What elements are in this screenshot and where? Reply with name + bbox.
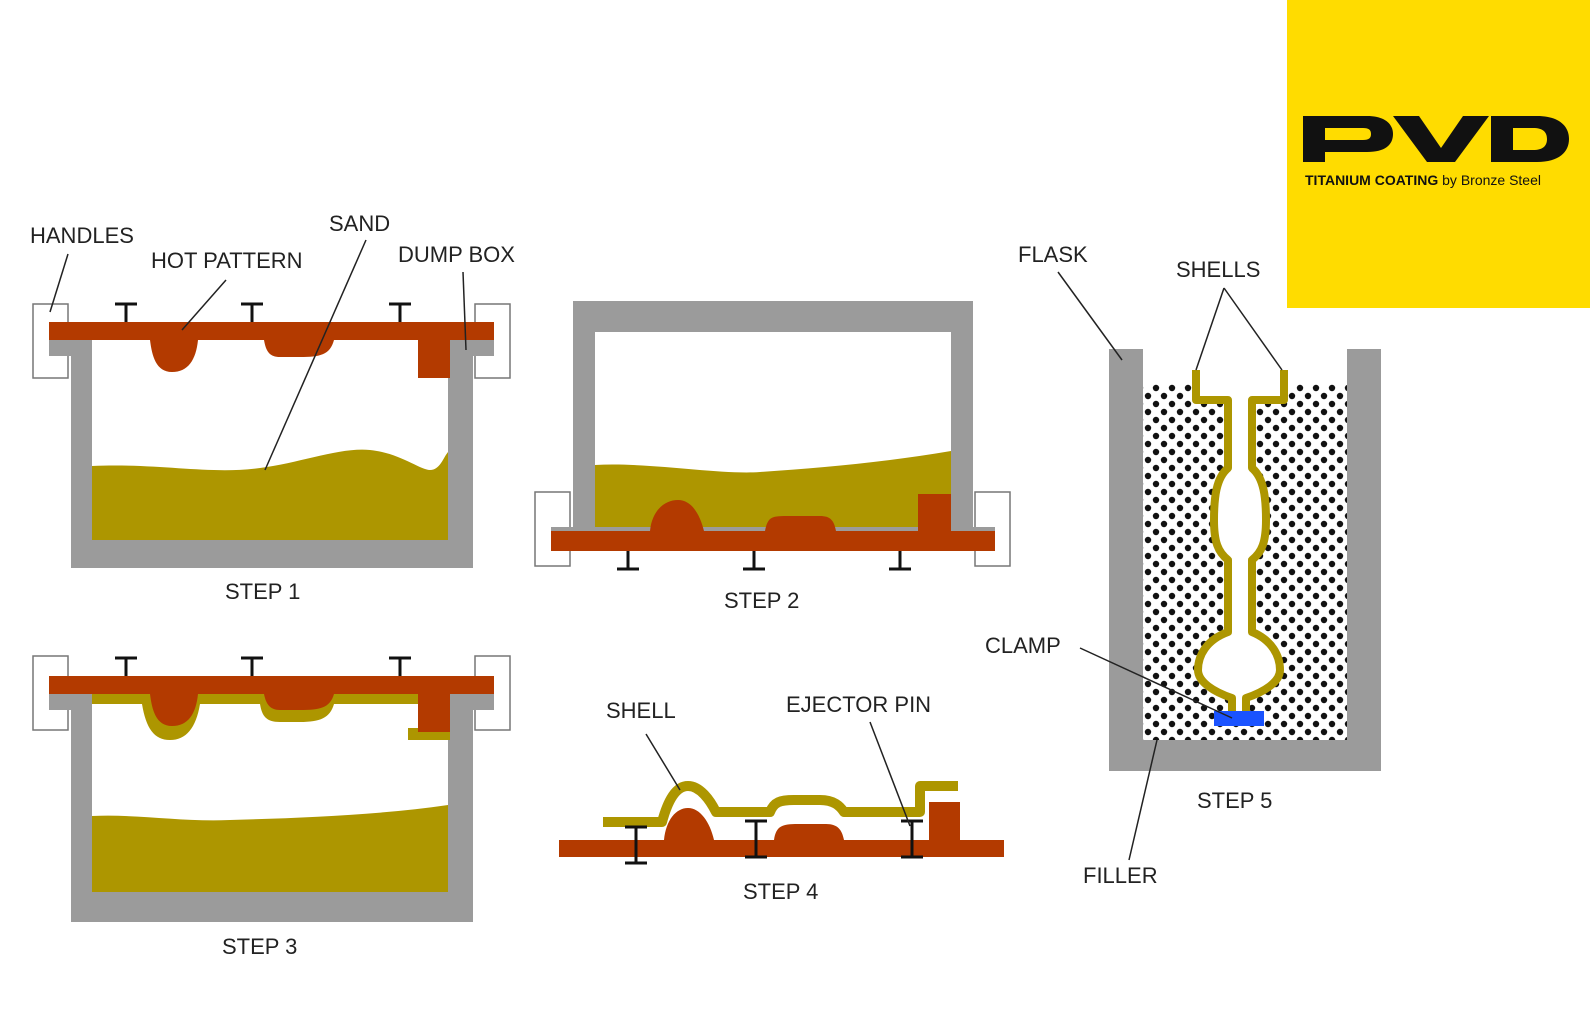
hot-pattern-step4 — [559, 802, 1004, 857]
sand-step1 — [92, 449, 448, 540]
step3-label: STEP 3 — [222, 934, 297, 959]
flask — [1109, 349, 1381, 771]
leader-lines — [645, 721, 911, 827]
sand-step3 — [92, 805, 448, 892]
dump-box-label: DUMP BOX — [398, 242, 515, 267]
hot-pattern-plate-step2 — [551, 494, 995, 551]
hot-pattern-label: HOT PATTERN — [151, 248, 303, 273]
leader-lines — [49, 239, 467, 471]
step5-label: STEP 5 — [1197, 788, 1272, 813]
ejector-pins — [115, 656, 411, 676]
leader-lines — [1057, 271, 1283, 861]
shells-label: SHELLS — [1176, 257, 1260, 282]
step4-label: STEP 4 — [743, 879, 818, 904]
ejector-pins — [625, 819, 923, 865]
ejector-pins — [115, 302, 411, 322]
logo-sub-rest: by Bronze Steel — [1438, 172, 1541, 188]
pvd-logo-subtitle: TITANIUM COATING by Bronze Steel — [1305, 172, 1541, 188]
shell-step4 — [603, 781, 958, 827]
handles-label: HANDLES — [30, 223, 134, 248]
ejector-pins — [617, 551, 911, 571]
step4-diagram: SHELL EJECTOR PIN STEP 4 — [559, 692, 1004, 904]
flask-label: FLASK — [1018, 242, 1088, 267]
step2-diagram: STEP 2 — [534, 301, 1011, 613]
hot-pattern-plate-step3 — [49, 676, 494, 732]
step3-diagram: STEP 3 — [32, 655, 511, 959]
clamp-label: CLAMP — [985, 633, 1061, 658]
step1-diagram: HANDLES HOT PATTERN SAND DUMP BOX STEP 1 — [30, 211, 515, 604]
step5-diagram: FLASK SHELLS CLAMP STEP 5 FILLER — [985, 242, 1381, 888]
hot-pattern-plate — [49, 322, 494, 378]
logo-sub-bold: TITANIUM COATING — [1305, 172, 1439, 188]
sand-label: SAND — [329, 211, 390, 236]
step2-label: STEP 2 — [724, 588, 799, 613]
ejector-pin-label: EJECTOR PIN — [786, 692, 931, 717]
pvd-logo: TITANIUM COATING by Bronze Steel — [1287, 0, 1590, 308]
filler-label: FILLER — [1083, 863, 1158, 888]
pvd-logo-mark — [1303, 116, 1569, 162]
shell-label: SHELL — [606, 698, 676, 723]
step1-label: STEP 1 — [225, 579, 300, 604]
